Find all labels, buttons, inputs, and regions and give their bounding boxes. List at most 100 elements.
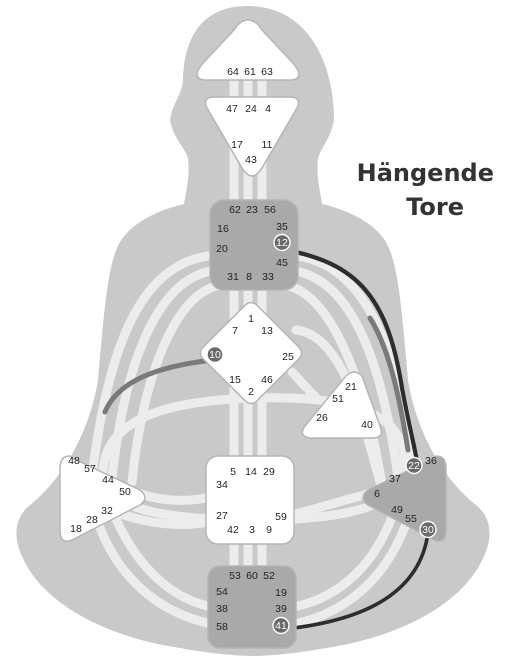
gate-number: 39 [275,603,287,615]
gate-number: 49 [391,504,403,516]
gate-number: 51 [332,393,344,405]
gate-number: 62 [229,204,241,216]
gate-number: 32 [101,505,113,517]
gate-number: 5 [230,466,236,478]
channel-16 [287,367,323,405]
gate-63: 63 [261,66,273,78]
gate-number: 7 [232,325,238,337]
gate-number: 40 [361,419,373,431]
gate-24: 24 [245,103,257,115]
gate-number: 33 [262,271,274,283]
gate-number: 41 [275,620,287,632]
gate-8: 8 [246,271,252,283]
hanging-gate-30: 30 [419,520,437,539]
gate-number: 8 [246,271,252,283]
gate-number: 30 [422,524,434,536]
gate-26: 26 [316,412,328,424]
gate-number: 23 [246,204,258,216]
gate-number: 46 [261,374,273,386]
gate-58: 58 [216,621,228,633]
gate-number: 35 [276,221,288,233]
gate-number: 10 [209,349,221,361]
channel-12 [280,500,417,630]
center-ajna [204,96,300,177]
gate-number: 24 [245,103,257,115]
gate-number: 56 [264,204,276,216]
gate-number: 43 [245,154,257,166]
gate-42: 42 [227,524,239,536]
hanging-gates-title: Hängende Tore [344,156,494,224]
gate-number: 34 [216,479,228,491]
gate-50: 50 [119,486,131,498]
gate-14: 14 [245,466,257,478]
gate-35: 35 [276,221,288,233]
gate-39: 39 [275,603,287,615]
channel-4 [87,250,227,480]
gate-1: 1 [248,313,254,325]
gate-32: 32 [101,505,113,517]
channel-13 [280,495,403,613]
gate-46: 46 [261,374,273,386]
gate-number: 59 [275,511,287,523]
gate-number: 22 [408,460,420,472]
gate-number: 13 [261,325,273,337]
gate-19: 19 [275,587,287,599]
gate-43: 43 [245,154,257,166]
gate-number: 50 [119,486,131,498]
gate-62: 62 [229,204,241,216]
gate-16: 16 [217,223,229,235]
gate-38: 38 [216,603,228,615]
gate-59: 59 [275,511,287,523]
gate-13: 13 [261,325,273,337]
channel-6 [127,280,227,487]
title-line-2: Tore [406,193,464,221]
gate-number: 60 [246,570,258,582]
gate-53: 53 [229,570,241,582]
gate-number: 36 [425,455,437,467]
gate-7: 7 [232,325,238,337]
gate-11: 11 [262,139,273,151]
center-spleen [59,455,146,542]
gate-number: 3 [249,524,255,536]
gate-40: 40 [361,419,373,431]
gate-number: 14 [245,466,257,478]
gate-25: 25 [282,351,294,363]
gate-number: 4 [265,103,271,115]
gate-5: 5 [230,466,236,478]
gate-number: 47 [226,103,238,115]
gate-number: 57 [84,463,96,475]
gate-number: 44 [102,474,114,486]
gate-17: 17 [231,139,243,151]
center-head [196,19,300,81]
gate-number: 58 [216,621,228,633]
gate-15: 15 [229,374,241,386]
gate-23: 23 [246,204,258,216]
gate-4: 4 [265,103,271,115]
gate-27: 27 [216,510,228,522]
gate-number: 27 [216,510,228,522]
gate-number: 25 [282,351,294,363]
gate-60: 60 [246,570,258,582]
gate-54: 54 [216,586,228,598]
gate-29: 29 [263,466,275,478]
center-throat [209,199,299,291]
center-g [199,301,303,405]
gate-37: 37 [389,473,401,485]
title-line-1: Hängende [356,159,494,187]
hanging-channel-30-41 [283,531,430,631]
gate-number: 26 [316,412,328,424]
hanging-gate-dot [405,456,423,475]
gate-9: 9 [266,524,272,536]
gate-45: 45 [276,257,288,269]
gate-number: 9 [266,524,272,536]
channel-8 [278,265,403,483]
channel-9 [278,280,387,490]
gate-number: 54 [216,586,228,598]
gate-number: 29 [263,466,275,478]
hanging-gate-22: 22 [405,456,423,475]
hanging-gate-dot [206,345,224,364]
gate-number: 1 [248,313,254,325]
gate-number: 45 [276,257,288,269]
